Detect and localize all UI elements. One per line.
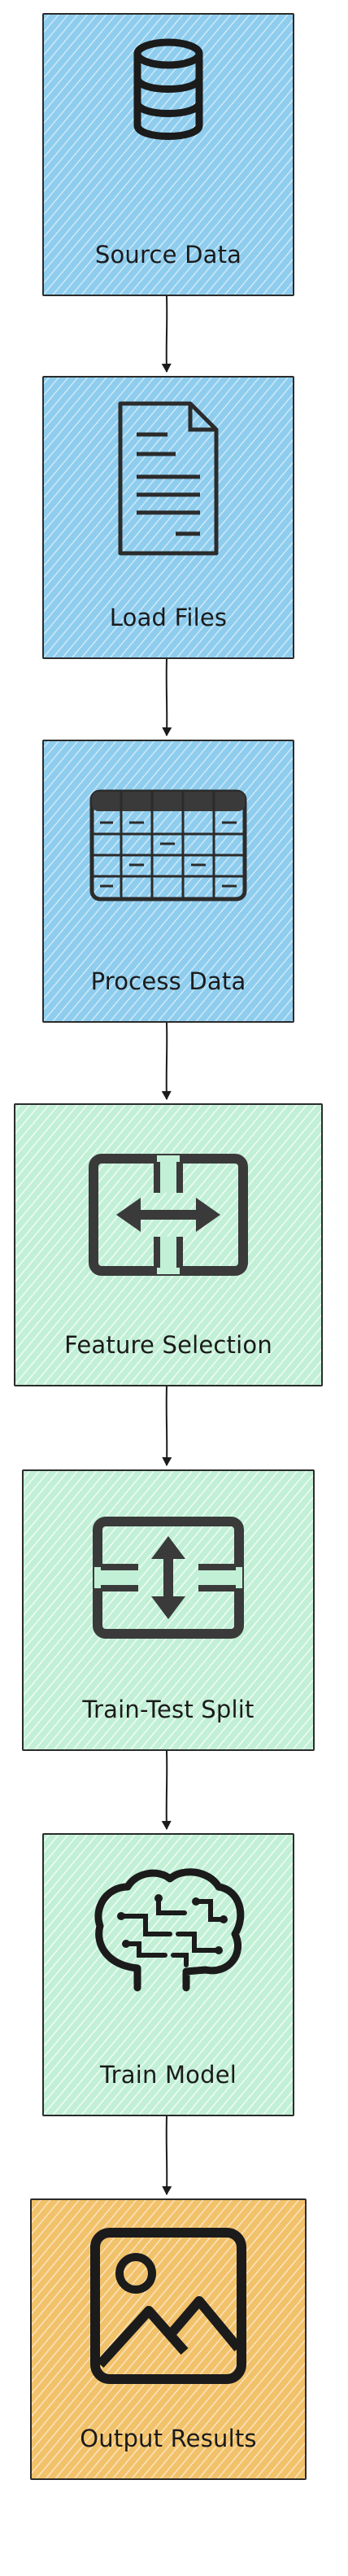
node-train-test-split: Train-Test Split [22,1469,315,1751]
node-train-model: Train Model [42,1833,294,2116]
brain-icon [94,1868,245,1992]
node-label: Train-Test Split [82,1696,254,1723]
node-output-results: Output Results [30,2198,307,2480]
node-label: Train Model [99,2061,237,2089]
table-icon [89,789,247,902]
node-source-data: Source Data [42,13,294,296]
vertical-arrows-icon [93,1517,244,1639]
node-label: Process Data [90,967,246,995]
document-icon [118,401,219,556]
node-feature-selection: Feature Selection [14,1103,323,1386]
node-process-data: Process Data [42,740,294,1023]
node-load-files: Load Files [42,376,294,659]
horizontal-arrows-icon [89,1154,248,1276]
image-icon [90,2228,246,2384]
database-icon [133,38,203,140]
node-label: Load Files [109,604,228,631]
node-label: Output Results [80,2425,257,2452]
node-label: Source Data [94,241,242,269]
node-label: Feature Selection [64,1331,272,1359]
